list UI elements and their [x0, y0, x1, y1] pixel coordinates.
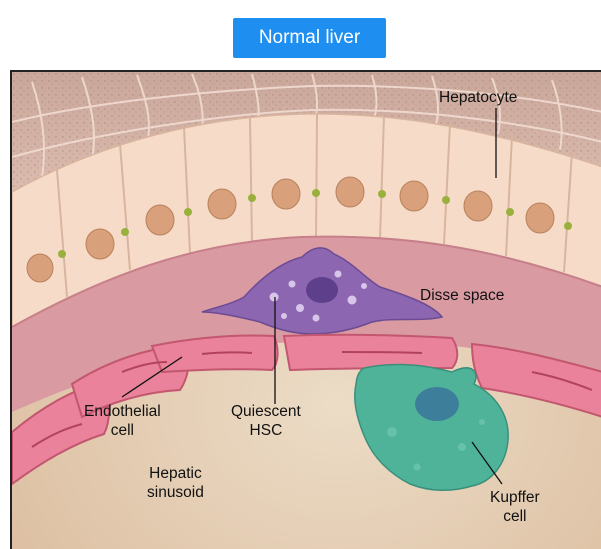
label-hepatic-sinusoid: Hepatic sinusoid: [147, 464, 204, 502]
label-sinusoid-line1: Hepatic: [147, 464, 204, 483]
label-endothelial-line2: cell: [84, 421, 161, 440]
hepatocyte-nucleus: [27, 254, 53, 282]
label-kupffer-line2: cell: [490, 507, 540, 526]
label-kupffer-line1: Kupffer: [490, 488, 540, 507]
label-hepatocyte: Hepatocyte: [439, 88, 517, 107]
figure-title: Normal liver: [233, 18, 386, 58]
liver-diagram: Hepatocyte Disse space Endothelial cell …: [10, 70, 601, 549]
label-endothelial-line1: Endothelial: [84, 402, 161, 421]
label-hsc-line2: HSC: [231, 421, 301, 440]
label-endothelial-cell: Endothelial cell: [84, 402, 161, 440]
liver-illustration: [12, 72, 601, 549]
label-sinusoid-line2: sinusoid: [147, 483, 204, 502]
label-disse-space: Disse space: [420, 286, 504, 305]
label-quiescent-hsc: Quiescent HSC: [231, 402, 301, 440]
label-hsc-line1: Quiescent: [231, 402, 301, 421]
label-kupffer-cell: Kupffer cell: [490, 488, 540, 526]
